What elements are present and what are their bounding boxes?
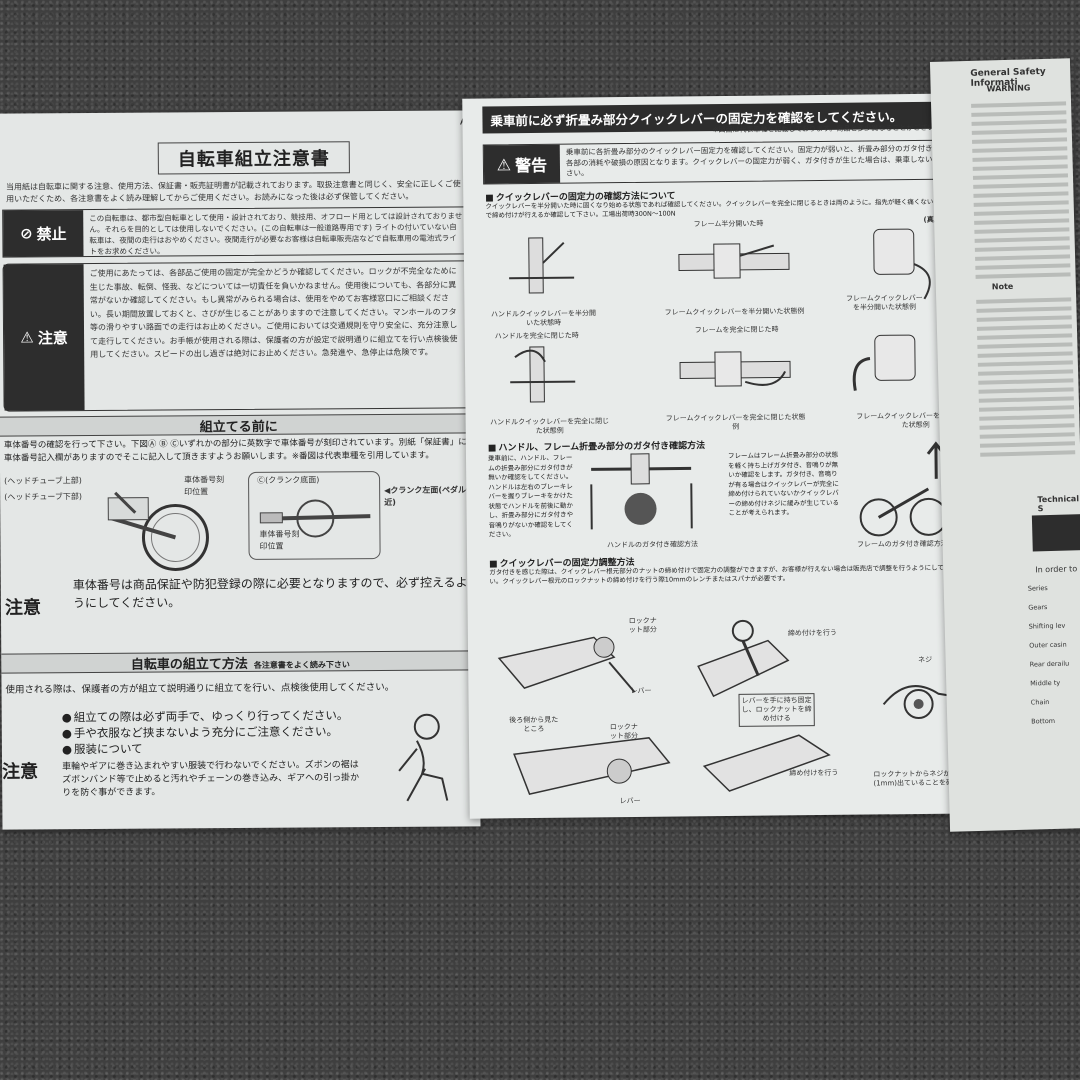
caption-tighten-2: 締め付けを行う <box>789 768 839 778</box>
caption-hold-lever: レバーを手に持ち固定し、ロックナットを締め付ける <box>738 693 815 727</box>
screw-detail-drawing <box>882 685 969 719</box>
prohibit-box: ⊘ 禁止 この自転車は、都市型自転車として使用・設計されており、競技用、オフロー… <box>2 206 471 258</box>
assembly-intro: 使用される際は、保護者の方が組立て説明通りに組立てを行い、点検後使用してください… <box>5 681 395 696</box>
list-item: 服装について <box>62 739 382 757</box>
caption-handle-half: ハンドルクイックレバーを半分開いた状態時 <box>490 309 597 328</box>
caution-label: ⚠ 注意 <box>3 264 85 411</box>
warning-lines <box>971 96 1071 283</box>
prohibit-text: この自転車は、都市型自転車として使用・設計されており、競技用、オフロード用として… <box>89 211 463 257</box>
crank-drawing <box>259 499 371 538</box>
folding-bike-drawing <box>107 491 209 571</box>
head-tube-lower-label: (ヘッドチューブ下部) <box>4 492 82 502</box>
section-rattle-text-2: フレームはフレーム折畳み部分の状態を軽く持ち上げガタ付き、音鳴りが無いか確認をし… <box>727 450 840 517</box>
handle-lever-half-drawing <box>509 237 575 294</box>
warning-text: 乗車前に各折畳み部分のクイックレバー固定力を確認してください。固定力が弱いと、折… <box>565 143 956 178</box>
clothing-text: 車輪やギアに巻き込まれやすい服装で行わないでください。ズボンの裾はズボンバンド等… <box>62 760 360 799</box>
assembly-bullets: 組立ての際は必ず両手で、ゆっくり行ってください。 手や衣服など挟まないよう充分に… <box>62 707 382 757</box>
warning-box: ⚠ 警告 乗車前に各折畳み部分のクイックレバー固定力を確認してください。固定力が… <box>482 139 966 185</box>
locknut-drawing <box>497 636 636 693</box>
table-row: Series <box>1027 584 1048 593</box>
section-adjust-text: ガタ付きを感じた際は、クイックレバー根元部分のナットの締め付けで固定力の調整がで… <box>489 563 964 586</box>
tighten-view-drawing <box>702 734 831 792</box>
table-row: Outer casin <box>1029 640 1067 650</box>
frame-rattle-drawing <box>859 441 948 537</box>
table-row: Gears <box>1028 603 1048 612</box>
frame-lever-top-drawing <box>873 228 931 300</box>
table-row: Chain <box>1030 698 1050 707</box>
caption-frame-close: フレームを完全に閉じた時 <box>694 325 779 335</box>
frame-lever-closed-drawing <box>679 351 791 387</box>
intro-text: 当用紙は自転車に関する注意、使用方法、保証書・販売証明書が記載されております。取… <box>5 179 461 204</box>
note-lines <box>976 292 1076 461</box>
person-kneeling-drawing <box>398 713 449 802</box>
crank-label: Ⓒ(クランク底面) <box>257 475 320 485</box>
caption-frame-check: フレームのガタ付き確認方法 <box>856 539 948 549</box>
middle-manual-page: 乗車前に必ず折畳み部分クイックレバーの固定力を確認をしてください。 ※図面は代表… <box>462 93 990 819</box>
serial-number-text: 車体番号の確認を行って下さい。下図Ⓐ Ⓑ Ⓒいずれかの部分に英数字で車体番号が刻… <box>3 437 467 464</box>
back-view-drawing <box>513 737 671 795</box>
caption-frame-closed: フレームクイックレバーを完全に閉じた状態例 <box>665 413 806 431</box>
technical-heading: Technical S <box>1037 494 1080 514</box>
warning-heading: WARNING <box>986 83 1031 94</box>
left-manual-page: A 自転車組立注意書 当用紙は自転車に関する注意、使用方法、保証書・販売証明書が… <box>0 110 481 830</box>
serial-position-label-2: 車体番号刻印位置 <box>259 529 300 551</box>
prohibit-label: ⊘ 禁止 <box>3 210 84 257</box>
frame-lever-half-drawing <box>678 243 790 279</box>
table-row: Bottom <box>1031 716 1056 726</box>
section-check-text: クイックレバーを半分開いた時に固くなり始める状態であれば確認してください。クイッ… <box>485 197 960 220</box>
table-row: Rear derailu <box>1029 659 1070 669</box>
right-safety-sheet: General Safety Informati WARNING Note Te… <box>929 58 1080 832</box>
caution-text: ご使用にあたっては、各部品ご使用の固定が完全かどうか確認してください。ロックが不… <box>89 266 458 360</box>
caption-frame-half-2: フレームクイックレバーを半分開いた状態例 <box>664 307 805 317</box>
no-entry-icon: ⊘ <box>19 224 33 243</box>
caption-frame-half-3: フレームクイックレバーを半分開いた状態例 <box>845 293 923 312</box>
technical-title-box <box>1031 514 1080 552</box>
page-title: 自転車組立注意書 <box>157 141 350 175</box>
caption-handle-close: ハンドルを完全に閉じた時 <box>494 331 579 341</box>
note-label: 注意 <box>4 597 42 619</box>
caution-label-2: 注意 <box>2 761 39 783</box>
crank-figure-box: Ⓒ(クランク底面) 車体番号刻印位置 <box>248 471 381 560</box>
before-assembly-heading: 組立てる前に <box>0 413 478 437</box>
frame-lever-closed-top-drawing <box>852 334 916 391</box>
note-heading: Note <box>991 281 1014 292</box>
wrench-drawing <box>697 619 790 698</box>
handle-rattle-drawing <box>590 453 693 530</box>
caption-handle-closed: ハンドルクイックレバーを完全に閉じた状態例 <box>490 417 610 435</box>
caption-frame-half: フレーム半分開いた時 <box>693 219 764 229</box>
caption-handle-check: ハンドルのガタ付き確認方法 <box>606 540 698 550</box>
caption-back-view: 後ろ側から見たところ <box>509 715 559 734</box>
order-text: In order to <box>1035 564 1078 575</box>
warning-label: ⚠ 警告 <box>483 144 561 184</box>
handle-lever-closed-drawing <box>510 346 576 403</box>
table-row: Middle ty <box>1030 678 1061 688</box>
note-text: 車体番号は商品保証や防犯登録の際に必要となりますので、必ず控えるようにしてくださ… <box>72 575 468 611</box>
assembly-method-heading: 自転車の組立て方法各注意書をよく読み下さい <box>1 650 480 674</box>
warning-triangle-icon: ⚠ <box>20 328 34 347</box>
caution-box: ⚠ 注意 ご使用にあたっては、各部品ご使用の固定が完全かどうか確認してください。… <box>2 260 472 412</box>
caption-lever-2: レバー <box>619 796 641 806</box>
spec-table: Series Gears Shifting lev Outer casin Re… <box>1028 578 1080 731</box>
warning-triangle-icon: ⚠ <box>496 154 512 174</box>
section-rattle-text: 乗車前に、ハンドル、フレームの折畳み部分にガタ付きが無いか確認をしてください。ハ… <box>487 453 574 539</box>
crank-left-label: ◀クランク左面(ペダル付近) <box>384 485 474 507</box>
list-item: 手や衣服など挟まないよう充分にご注意ください。 <box>62 723 382 741</box>
table-row: Shifting lev <box>1028 621 1066 631</box>
head-tube-upper-label: (ヘッドチューブ上部) <box>4 476 82 486</box>
